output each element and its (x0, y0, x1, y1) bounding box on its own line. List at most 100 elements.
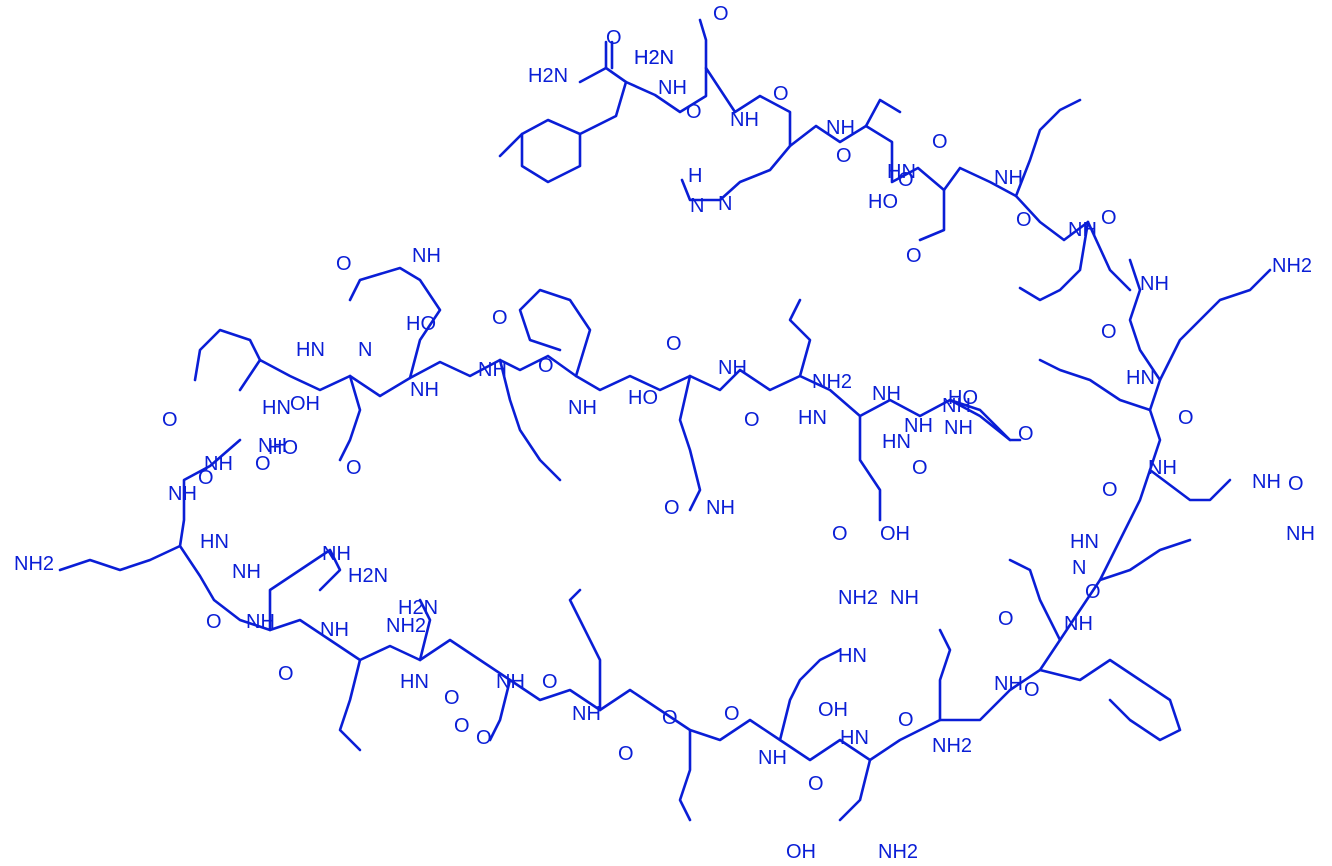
bond-tyr-ring (520, 80, 628, 184)
atom-label: O (744, 409, 760, 431)
atom-label: NH (204, 453, 233, 475)
atom-label: NH (572, 703, 601, 725)
atom-label: HO (868, 191, 898, 213)
atom-label: O (836, 145, 852, 167)
atom-label: HO (406, 313, 436, 335)
bond-ser-side (948, 398, 1022, 442)
atom-label: NH2 (838, 587, 878, 609)
bond-glu-side (858, 414, 882, 522)
atom-label: NH (758, 747, 787, 769)
bond-asn-side (698, 18, 708, 70)
atom-label: O (1085, 581, 1101, 603)
atom-label: HN (840, 727, 869, 749)
atom-label: O (198, 467, 214, 489)
atom-label: HO (268, 437, 298, 459)
atom-label: NH (730, 109, 759, 131)
atom-label: O (724, 703, 740, 725)
atom-label: O (206, 611, 222, 633)
atom-label: O (476, 727, 492, 749)
atom-label: NH2 (812, 371, 852, 393)
atom-label: HN (262, 397, 291, 419)
atom-label: HN (200, 531, 229, 553)
bond-asp-side (918, 188, 946, 242)
bond-leu4-side (1008, 558, 1062, 642)
atom-label: HN (1070, 531, 1099, 553)
atom-label: O (664, 497, 680, 519)
bond-glu3-side (938, 628, 952, 722)
atom-label: NH (320, 619, 349, 641)
atom-label: HN (882, 431, 911, 453)
atom-label: OH (880, 523, 910, 545)
bond-lys3-side (1038, 358, 1152, 412)
atom-label: O (1016, 209, 1032, 231)
bond-top-backbone (578, 66, 1132, 292)
atom-label: NH (258, 435, 287, 457)
atom-label: HO (628, 387, 658, 409)
atom-label: HN (838, 645, 867, 667)
atom-label: NH2 (878, 841, 918, 863)
atom-label: O (898, 169, 914, 191)
bond-arg2-side (1148, 468, 1232, 502)
atom-label: NH (658, 77, 687, 99)
atom-label: H (688, 165, 702, 187)
atom-label: NH2 (1272, 255, 1312, 277)
atom-label: O (686, 101, 702, 123)
atom-label: O (1024, 679, 1040, 701)
bond-lys1-side (58, 544, 182, 572)
atom-label: O (906, 245, 922, 267)
bond-lys2-side (1158, 268, 1272, 382)
bond-leu-side (1018, 220, 1090, 302)
atom-label: NH2 (386, 615, 426, 637)
bond-right-backbone (1098, 258, 1162, 582)
bond-lower-backbone (178, 438, 1192, 762)
atom-label: NH (890, 587, 919, 609)
atom-label: NH (168, 483, 197, 505)
atom-label: NH (1286, 523, 1315, 545)
atom-label: O (1102, 479, 1118, 501)
atom-label: NH (322, 543, 351, 565)
atom-label: O (618, 743, 634, 765)
atom-label: NH (706, 497, 735, 519)
atom-label: O (538, 355, 554, 377)
atom-label: OH (786, 841, 816, 863)
bond-val2-side (838, 758, 872, 822)
bond-middle-backbone (238, 354, 1012, 442)
atom-label: NH (412, 245, 441, 267)
bond-glu2-side (678, 728, 692, 822)
atom-label: O (1178, 407, 1194, 429)
atom-label: OH (290, 393, 320, 415)
bond-leu3-side (338, 658, 362, 752)
atom-label: H2N (398, 597, 438, 619)
bond-ser2-side (418, 598, 432, 662)
atom-label: NH (1064, 613, 1093, 635)
atom-label: NH (568, 397, 597, 419)
atom-label: HO (948, 387, 978, 409)
atom-label: NH (718, 357, 747, 379)
bond-trp-side (1038, 658, 1182, 742)
atom-label: NH (994, 673, 1023, 695)
atom-label: NH (942, 395, 971, 417)
atom-label: O (932, 131, 948, 153)
bond-gln2-side (678, 374, 702, 512)
atom-label: O (998, 608, 1014, 630)
bond-val-side (864, 98, 902, 128)
atom-label: HN (1126, 367, 1155, 389)
atom-label: NH (496, 671, 525, 693)
bond-his2-side (348, 266, 442, 380)
bond-arg1-side (778, 648, 842, 742)
atom-label: O (1288, 473, 1304, 495)
atom-label: HN (887, 161, 916, 183)
bond-asn2-side (338, 374, 362, 462)
atom-label: O (162, 409, 178, 431)
atom-label: N (690, 195, 704, 217)
atom-label: NH (826, 117, 855, 139)
atom-label: H2N (634, 47, 674, 69)
atom-label: O (1101, 207, 1117, 229)
atom-label: NH (872, 383, 901, 405)
atom-label: O (898, 709, 914, 731)
bond-phe-side (518, 288, 592, 378)
atom-label: O (346, 457, 362, 479)
atom-label: NH (1140, 273, 1169, 295)
